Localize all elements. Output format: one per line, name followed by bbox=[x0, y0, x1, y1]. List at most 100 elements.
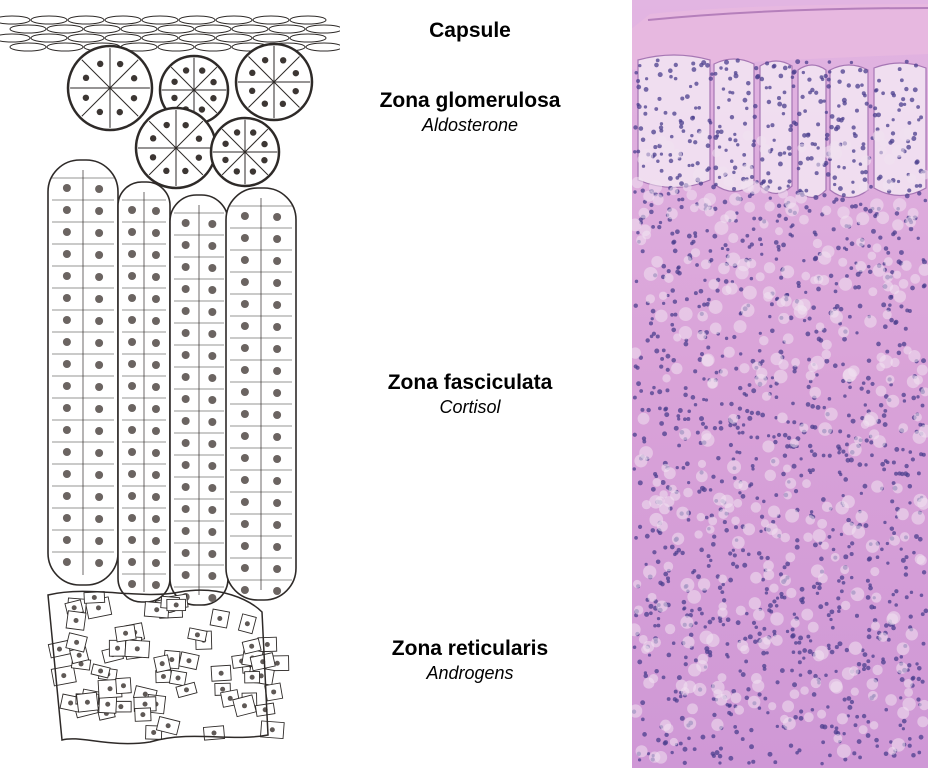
he-nucleus bbox=[765, 86, 768, 89]
he-nucleus bbox=[734, 367, 738, 371]
fasciculata-nucleus bbox=[273, 345, 281, 353]
he-clear-cell bbox=[790, 689, 800, 699]
he-nucleus bbox=[871, 655, 874, 658]
he-nucleus bbox=[697, 106, 701, 110]
he-nucleus bbox=[893, 230, 897, 234]
he-nucleus bbox=[894, 472, 898, 476]
fasciculata-nucleus bbox=[241, 344, 249, 352]
he-nucleus bbox=[642, 732, 647, 737]
he-nucleus bbox=[838, 186, 843, 191]
capsule-fiber bbox=[195, 43, 231, 51]
capsule-fiber bbox=[31, 16, 67, 24]
fasciculata-nucleus bbox=[208, 528, 216, 536]
he-clear-cell bbox=[644, 267, 658, 281]
he-nucleus bbox=[634, 71, 638, 75]
he-nucleus bbox=[670, 313, 674, 317]
he-nucleus bbox=[892, 93, 896, 97]
he-nucleus bbox=[791, 70, 795, 74]
he-nucleus bbox=[894, 657, 899, 662]
he-clear-cell bbox=[843, 368, 857, 382]
he-nucleus bbox=[683, 761, 687, 765]
he-nucleus bbox=[799, 716, 804, 721]
he-nucleus bbox=[659, 421, 664, 426]
fasciculata-nucleus bbox=[95, 185, 103, 193]
he-nucleus bbox=[718, 420, 722, 424]
he-nucleus bbox=[813, 143, 817, 147]
fasciculata-nucleus bbox=[182, 549, 190, 557]
he-nucleus bbox=[677, 198, 680, 201]
he-nucleus bbox=[818, 604, 823, 609]
he-nucleus bbox=[688, 164, 691, 167]
fasciculata-nucleus bbox=[241, 586, 249, 594]
he-clear-cell bbox=[775, 227, 783, 235]
he-micrograph bbox=[630, 0, 928, 768]
he-nucleus bbox=[751, 143, 756, 148]
he-clear-cell bbox=[791, 358, 800, 367]
he-nucleus bbox=[768, 315, 771, 318]
he-clear-cell bbox=[717, 608, 727, 618]
he-nucleus bbox=[671, 328, 676, 333]
he-clear-cell bbox=[712, 149, 721, 158]
he-nucleus bbox=[824, 673, 828, 677]
fasciculata-nucleus bbox=[95, 405, 103, 413]
he-clear-cell bbox=[777, 413, 788, 424]
he-clear-cell bbox=[783, 464, 791, 472]
he-clear-cell bbox=[816, 322, 825, 331]
he-clear-cell bbox=[877, 212, 890, 225]
he-nucleus bbox=[811, 708, 815, 712]
he-nucleus bbox=[824, 359, 829, 364]
he-nucleus bbox=[727, 98, 731, 102]
he-nucleus bbox=[754, 625, 758, 629]
he-nucleus bbox=[799, 673, 803, 677]
he-clear-cell bbox=[708, 517, 717, 526]
he-nucleus bbox=[899, 250, 904, 255]
he-nucleus bbox=[818, 99, 823, 104]
fasciculata-nucleus bbox=[182, 329, 190, 337]
he-clear-cell bbox=[917, 555, 927, 565]
he-nucleus bbox=[665, 388, 669, 392]
fasciculata-nucleus bbox=[152, 207, 160, 215]
he-nucleus bbox=[668, 153, 672, 157]
he-nucleus bbox=[680, 205, 684, 209]
he-nucleus bbox=[638, 480, 643, 485]
he-nucleus bbox=[822, 454, 826, 458]
fasciculata-nucleus bbox=[152, 559, 160, 567]
he-clear-cell bbox=[892, 219, 903, 230]
he-nucleus bbox=[869, 104, 873, 108]
he-nucleus bbox=[837, 447, 841, 451]
he-nucleus bbox=[920, 593, 924, 597]
he-nucleus bbox=[797, 167, 801, 171]
he-nucleus bbox=[753, 115, 757, 119]
he-nucleus bbox=[661, 480, 666, 485]
fasciculata-nucleus bbox=[182, 307, 190, 315]
he-clear-cell bbox=[886, 395, 899, 408]
he-nucleus bbox=[783, 90, 787, 94]
he-nucleus bbox=[660, 169, 664, 173]
he-clear-cell bbox=[733, 480, 742, 489]
he-clear-cell bbox=[904, 679, 913, 688]
fasciculata-nucleus bbox=[241, 234, 249, 242]
he-nucleus bbox=[857, 662, 861, 666]
he-nucleus bbox=[649, 203, 653, 207]
he-nucleus bbox=[668, 176, 673, 181]
he-nucleus bbox=[914, 63, 918, 67]
he-nucleus bbox=[785, 562, 790, 567]
fasciculata-nucleus bbox=[208, 374, 216, 382]
he-nucleus bbox=[905, 60, 909, 64]
he-nucleus bbox=[860, 386, 864, 390]
fasciculata-nucleus bbox=[63, 536, 71, 544]
fasciculata-nucleus bbox=[128, 316, 136, 324]
capsule-fiber bbox=[179, 34, 215, 42]
he-nucleus bbox=[850, 552, 854, 556]
he-nucleus bbox=[773, 139, 776, 142]
he-clear-cell bbox=[690, 204, 699, 213]
he-nucleus bbox=[766, 711, 769, 714]
he-nucleus bbox=[786, 630, 789, 633]
he-clear-cell bbox=[715, 694, 727, 706]
reticularis-nucleus bbox=[161, 674, 166, 679]
he-clear-cell bbox=[870, 721, 879, 730]
he-nucleus bbox=[813, 542, 818, 547]
he-nucleus bbox=[704, 625, 707, 628]
he-nucleus bbox=[785, 444, 789, 448]
reticularis-nucleus bbox=[123, 631, 128, 636]
